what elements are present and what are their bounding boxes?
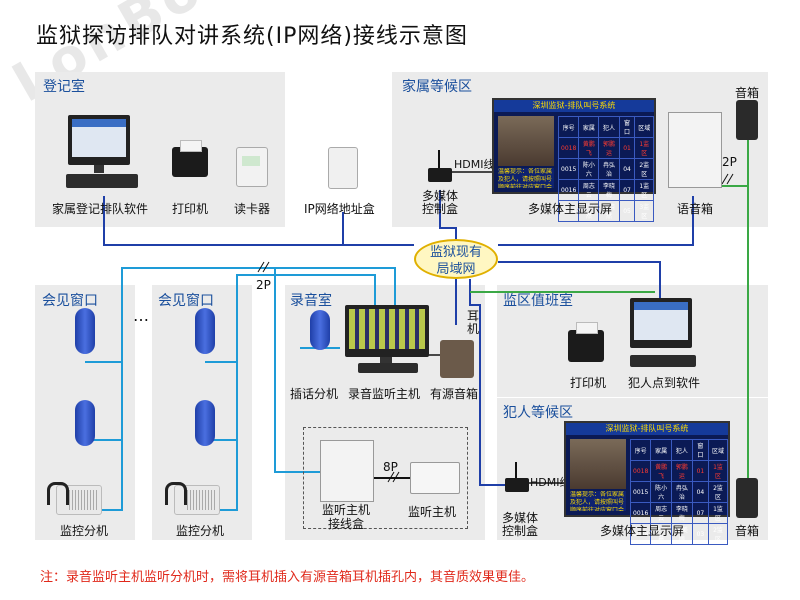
display-label-family: 多媒体主显示屏 [528,202,613,216]
duty-printer-label: 打印机 [570,376,607,390]
meeting-window-1-title: 会见窗口 [42,293,98,309]
wire-monitor2-host [215,274,376,511]
display-caption: 温馨提示：各位家属及犯人，请按照叫号顺序前往对应窗口会见。 [498,168,554,188]
link-8p-label: 8P [383,460,398,474]
speaker-label-inmate: 音箱 [735,524,760,538]
handset-icon [195,400,215,446]
main-display-inmate: 深圳监狱-排队叫号系统 温馨提示：各位家属及犯人，请按照叫号顺序前往对应窗口会见… [564,421,730,545]
monitor-extension-icon [47,482,102,515]
card-reader-icon [236,147,268,187]
monitor-extension-icon [165,482,220,515]
active-speaker-icon [440,340,474,378]
display-header: 深圳监狱-排队叫号系统 [566,423,728,435]
keyboard-icon [630,355,696,367]
registration-computer-icon [68,115,130,165]
wire-junction-box [274,268,320,473]
wire-registration-lan [103,196,414,246]
wire-controller-lan [439,190,457,239]
printer-icon [172,147,208,177]
recording-room-title: 录音室 [290,293,332,309]
multimedia-controller-icon-inmate [505,478,529,492]
wire-ipbox-lan [342,212,414,246]
monitor-extension-label-1: 监控分机 [60,524,109,538]
hdmi-label-inmate: HDMI线 [530,476,571,489]
wire-monitor1-host [95,267,396,511]
keyboard-icon [66,174,138,188]
ellipsis-text: … [133,306,149,325]
listen-host-label: 监听主机 [408,505,457,519]
keyboard-icon [358,363,418,373]
multimedia-controller-icon [428,168,452,182]
printer-icon [568,330,604,362]
main-display-family: 深圳监狱-排队叫号系统 温馨提示：各位家属及犯人，请按照叫号顺序前往对应窗口会见… [492,98,656,222]
voice-box-icon [668,112,722,188]
recording-host-label: 录音监听主机 [348,387,421,401]
ip-address-box-icon [328,147,358,189]
display-label-inmate: 多媒体主显示屏 [600,524,685,538]
monitor-extension-label-2: 监控分机 [176,524,225,538]
duty-room-title: 监区值班室 [503,293,573,309]
registration-software-label: 家属登记排队软件 [52,202,149,216]
family-waiting-title: 家属等候区 [402,79,472,95]
lan-line-2: 局域网 [436,262,476,277]
extension-label: 插话分机 [290,387,339,401]
meeting-window-2-title: 会见窗口 [158,293,214,309]
active-speaker-label: 有源音箱 [430,387,479,401]
handset-icon [75,308,95,354]
ip-address-box-label: IP网络地址盒 [304,202,375,216]
display-caption: 温馨提示：各位家属及犯人，请按照叫号顺序前往对应窗口会见。 [570,491,626,511]
registration-room-title: 登记室 [43,79,85,95]
duty-computer-icon [630,298,692,348]
wire-voicebox-lan [498,196,694,246]
diagram-title: 监狱探访排队对讲系统(IP网络)接线示意图 [36,24,468,49]
inmate-roll-call-software-label: 犯人点到软件 [628,376,701,390]
junction-area [303,427,468,529]
link-2p-label-family: 2P [722,155,737,169]
lan-line-1: 监狱现有 [429,245,482,260]
hdmi-label-family: HDMI线 [454,158,495,171]
display-header: 深圳监狱-排队叫号系统 [494,100,654,112]
handset-icon [195,308,215,354]
card-reader-label: 读卡器 [234,202,271,216]
speaker-icon-inmate [736,478,758,518]
voice-box-label: 语音箱 [677,202,714,216]
recording-host-icon [345,305,429,357]
earphone-label: 耳机 [466,309,479,336]
speaker-label-family: 音箱 [735,86,760,100]
prison-lan-cloud: 监狱现有 局域网 [414,239,498,279]
wire-inmate-controller-lan [469,279,505,486]
controller-label-inmate: 多媒体控制盒 [501,511,538,538]
speaker-icon-family [736,100,758,140]
junction-box-label: 监听主机接线盒 [321,503,370,531]
link-2p-label: 2P [256,278,271,292]
printer-label: 打印机 [172,202,209,216]
handset-icon [75,400,95,446]
footer-note: 注：录音监听主机监听分机时，需将耳机插入有源音箱耳机插孔内，其音质效果更佳。 [40,570,535,585]
inmate-waiting-title: 犯人等候区 [503,405,573,421]
controller-label-family: 多媒体控制盒 [421,189,458,216]
junction-box-icon [320,440,374,502]
extension-handset-icon [310,310,330,350]
listen-host-icon [410,462,460,494]
